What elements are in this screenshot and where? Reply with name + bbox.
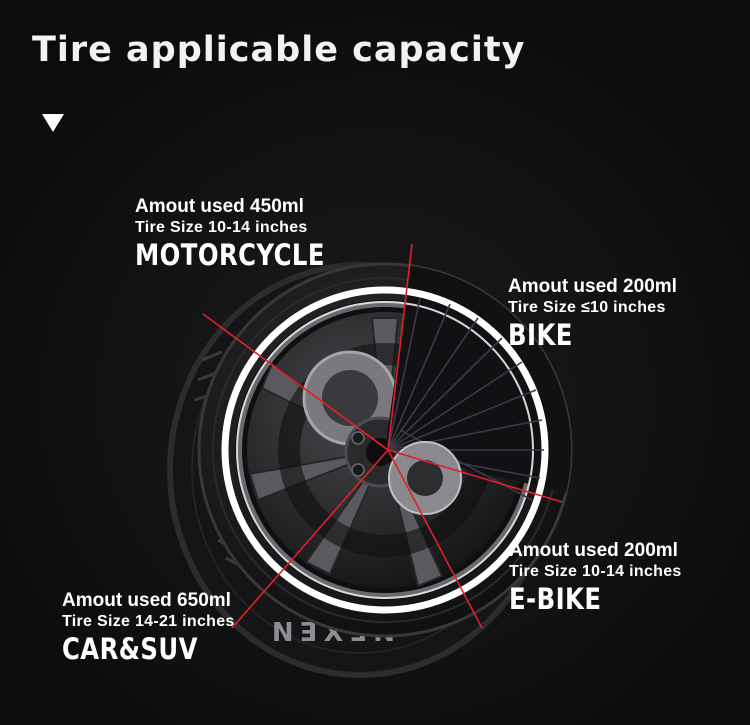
- bike-label: Amout used 200ml Tire Size ≤10 inches BI…: [508, 276, 677, 352]
- divider-bottom-left: [231, 449, 389, 629]
- car-suv-label: Amout used 650ml Tire Size 14-21 inches …: [62, 590, 235, 666]
- ebike-label: Amout used 200ml Tire Size 10-14 inches …: [509, 540, 682, 616]
- tire-size-text: Tire Size ≤10 inches: [508, 299, 666, 316]
- vehicle-name: CAR&SUV: [62, 632, 198, 666]
- triangle-down-icon: [42, 114, 64, 132]
- bike-wheel: [221, 264, 571, 614]
- bike-spokes: [387, 297, 544, 501]
- divider-top: [387, 243, 413, 451]
- vehicle-name: MOTORCYCLE: [135, 238, 325, 272]
- tire-size-text: Tire Size 14-21 inches: [62, 613, 235, 630]
- tire-size-text: Tire Size 10-14 inches: [509, 563, 682, 580]
- divider-lines: [202, 243, 563, 629]
- divider-left: [202, 313, 389, 451]
- page-title: Tire applicable capacity: [32, 30, 526, 70]
- tire-size-text: Tire Size 10-14 inches: [135, 219, 308, 236]
- amount-text: Amout used 200ml: [509, 540, 678, 561]
- motorcycle-label: Amout used 450ml Tire Size 10-14 inches …: [135, 196, 361, 272]
- vehicle-name: BIKE: [508, 318, 573, 352]
- amount-text: Amout used 200ml: [508, 276, 677, 297]
- vehicle-name: E-BIKE: [509, 582, 602, 616]
- amount-text: Amout used 450ml: [135, 196, 304, 217]
- divider-bottom: [387, 449, 483, 629]
- divider-right: [387, 449, 563, 503]
- amount-text: Amout used 650ml: [62, 590, 231, 611]
